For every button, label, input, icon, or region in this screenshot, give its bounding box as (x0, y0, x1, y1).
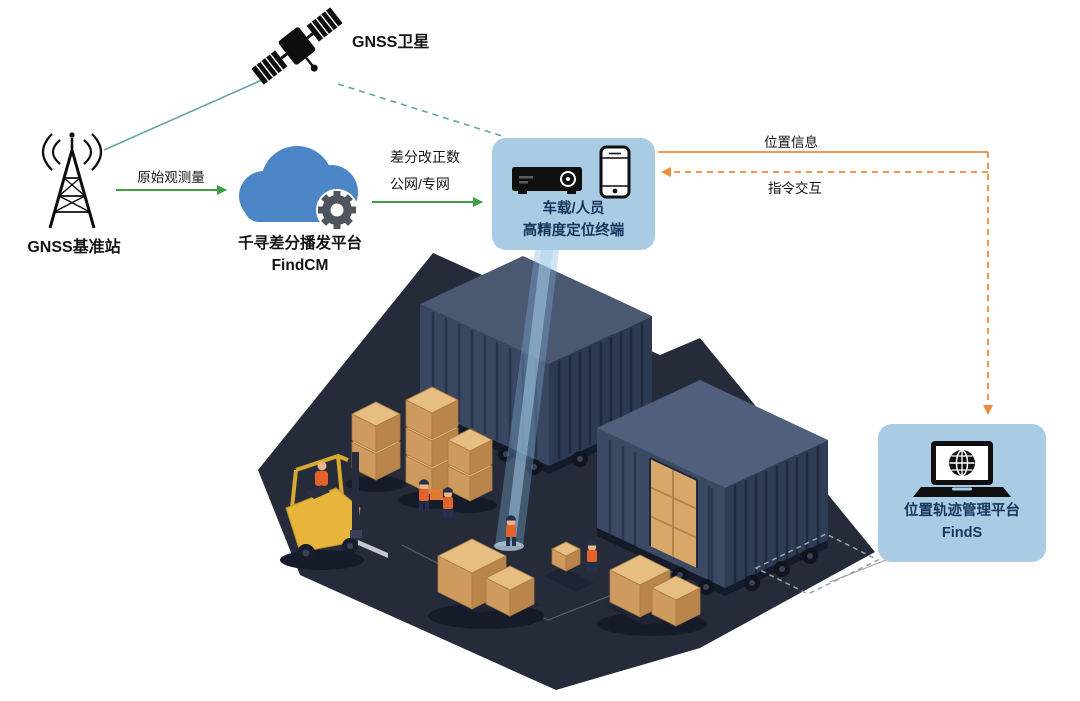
platform-node: 位置轨迹管理平台 FindS (878, 424, 1046, 562)
pallet-jack (544, 541, 594, 592)
terminal-label-line1: 车载/人员 (542, 201, 605, 218)
correction-label-line2: 公网/专网 (390, 176, 450, 193)
terminal-label-line2: 高精度定位终端 (522, 223, 625, 239)
position-info-label: 位置信息 (764, 135, 818, 150)
cloud-icon (239, 146, 358, 231)
cloud-label: 千寻差分播发平台 FindCM (220, 233, 380, 278)
platform-label-title: 位置轨迹管理平台 (904, 503, 1020, 520)
box-stacks (346, 386, 497, 513)
satellite-label: GNSS卫星 (352, 34, 430, 51)
dvr-icon (511, 167, 582, 195)
pallet-right (597, 554, 707, 636)
forklift-icon (280, 452, 388, 570)
raw-observation-label: 原始观测量 (137, 170, 205, 185)
terminal-node: 车载/人员 高精度定位终端 (492, 138, 655, 250)
warehouse-scene (258, 250, 887, 690)
terminal-devices (511, 145, 630, 199)
signal-line-satellite-base (103, 79, 263, 151)
signal-line-satellite-terminal (337, 83, 503, 137)
positioning-beam (494, 250, 559, 551)
carried-box (430, 489, 443, 500)
platform-label-subtitle: FindS (941, 525, 983, 541)
correction-label-line1: 差分改正数 (390, 149, 460, 165)
container-right (597, 380, 828, 596)
command-label: 指令交互 (768, 181, 822, 196)
cloud-label-subtitle: FindCM (271, 257, 329, 275)
base-station-icon (41, 132, 103, 229)
cloud-label-title: 千寻差分播发平台 (237, 235, 362, 252)
base-station-label: GNSS基准站 (27, 239, 121, 256)
leader-line (829, 559, 887, 583)
workers (418, 479, 598, 571)
pallet-center (428, 538, 544, 629)
dashed-zone (754, 533, 887, 595)
arrow-position-info (658, 151, 993, 415)
globe-icon (949, 450, 975, 477)
satellite-icon (251, 7, 343, 85)
laptop-icon (913, 441, 1011, 498)
phone-icon (599, 145, 630, 199)
correction-label: 差分改正数 公网/专网 (390, 144, 460, 199)
gear-icon (316, 189, 358, 231)
signal-waves-icon (41, 133, 103, 171)
